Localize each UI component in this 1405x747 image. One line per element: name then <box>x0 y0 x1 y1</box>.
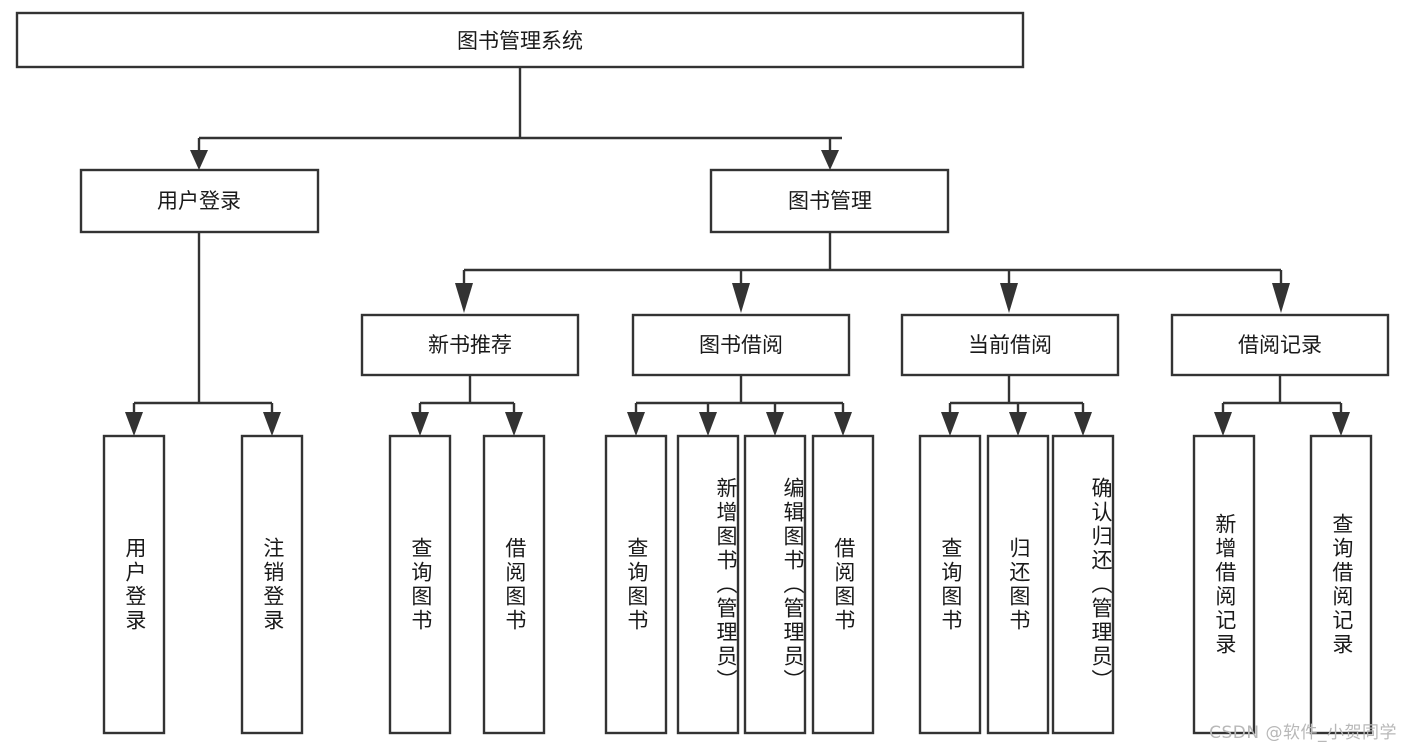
node-root-system-label: 图书管理系统 <box>457 29 583 53</box>
leaf-box-borrow-book-1[interactable] <box>482 434 546 735</box>
leaf-box-add-record[interactable] <box>1192 434 1256 735</box>
node-borrow-record[interactable]: 借阅记录 <box>1170 313 1390 377</box>
connector-root-to-level2 <box>190 67 842 170</box>
node-borrow-record-label: 借阅记录 <box>1238 333 1322 357</box>
leaf-box-return-book[interactable] <box>986 434 1050 735</box>
node-user-login[interactable]: 用户登录 <box>79 168 320 234</box>
node-current-borrow[interactable]: 当前借阅 <box>900 313 1120 377</box>
connector-currentborrow-to-leaves <box>941 375 1092 436</box>
node-user-login-label: 用户登录 <box>157 189 241 213</box>
leaf-box-edit-book[interactable] <box>743 434 807 735</box>
node-current-borrow-label: 当前借阅 <box>968 333 1052 357</box>
leaf-box-confirm-return[interactable] <box>1051 434 1115 735</box>
node-new-book-recommend[interactable]: 新书推荐 <box>360 313 580 377</box>
leaf-box-query-book-3[interactable] <box>918 434 982 735</box>
leaf-box-query-book-2[interactable] <box>604 434 668 735</box>
connector-newbook-to-leaves <box>411 375 523 436</box>
leaf-box-query-book-1[interactable] <box>388 434 452 735</box>
node-root-system[interactable]: 图书管理系统 <box>15 11 1025 69</box>
connector-bookborrow-to-leaves <box>627 375 852 436</box>
node-book-borrow-label: 图书借阅 <box>699 333 783 357</box>
leaf-box-query-record[interactable] <box>1309 434 1373 735</box>
leaf-box-user-logout[interactable] <box>240 434 304 735</box>
csdn-watermark: CSDN @软件_小贺同学 <box>1209 723 1397 743</box>
leaf-box-borrow-book-2[interactable] <box>811 434 875 735</box>
node-book-manage[interactable]: 图书管理 <box>709 168 950 234</box>
node-book-borrow[interactable]: 图书借阅 <box>631 313 851 377</box>
node-book-manage-label: 图书管理 <box>788 189 872 213</box>
connector-bookmanage-to-level3 <box>455 232 1290 313</box>
leaf-box-user-login[interactable] <box>102 434 166 735</box>
connector-userlogin-to-leaves <box>125 232 281 436</box>
connector-borrowrecord-to-leaves <box>1214 375 1350 436</box>
node-new-book-recommend-label: 新书推荐 <box>428 333 512 357</box>
leaf-box-add-book[interactable] <box>676 434 740 735</box>
